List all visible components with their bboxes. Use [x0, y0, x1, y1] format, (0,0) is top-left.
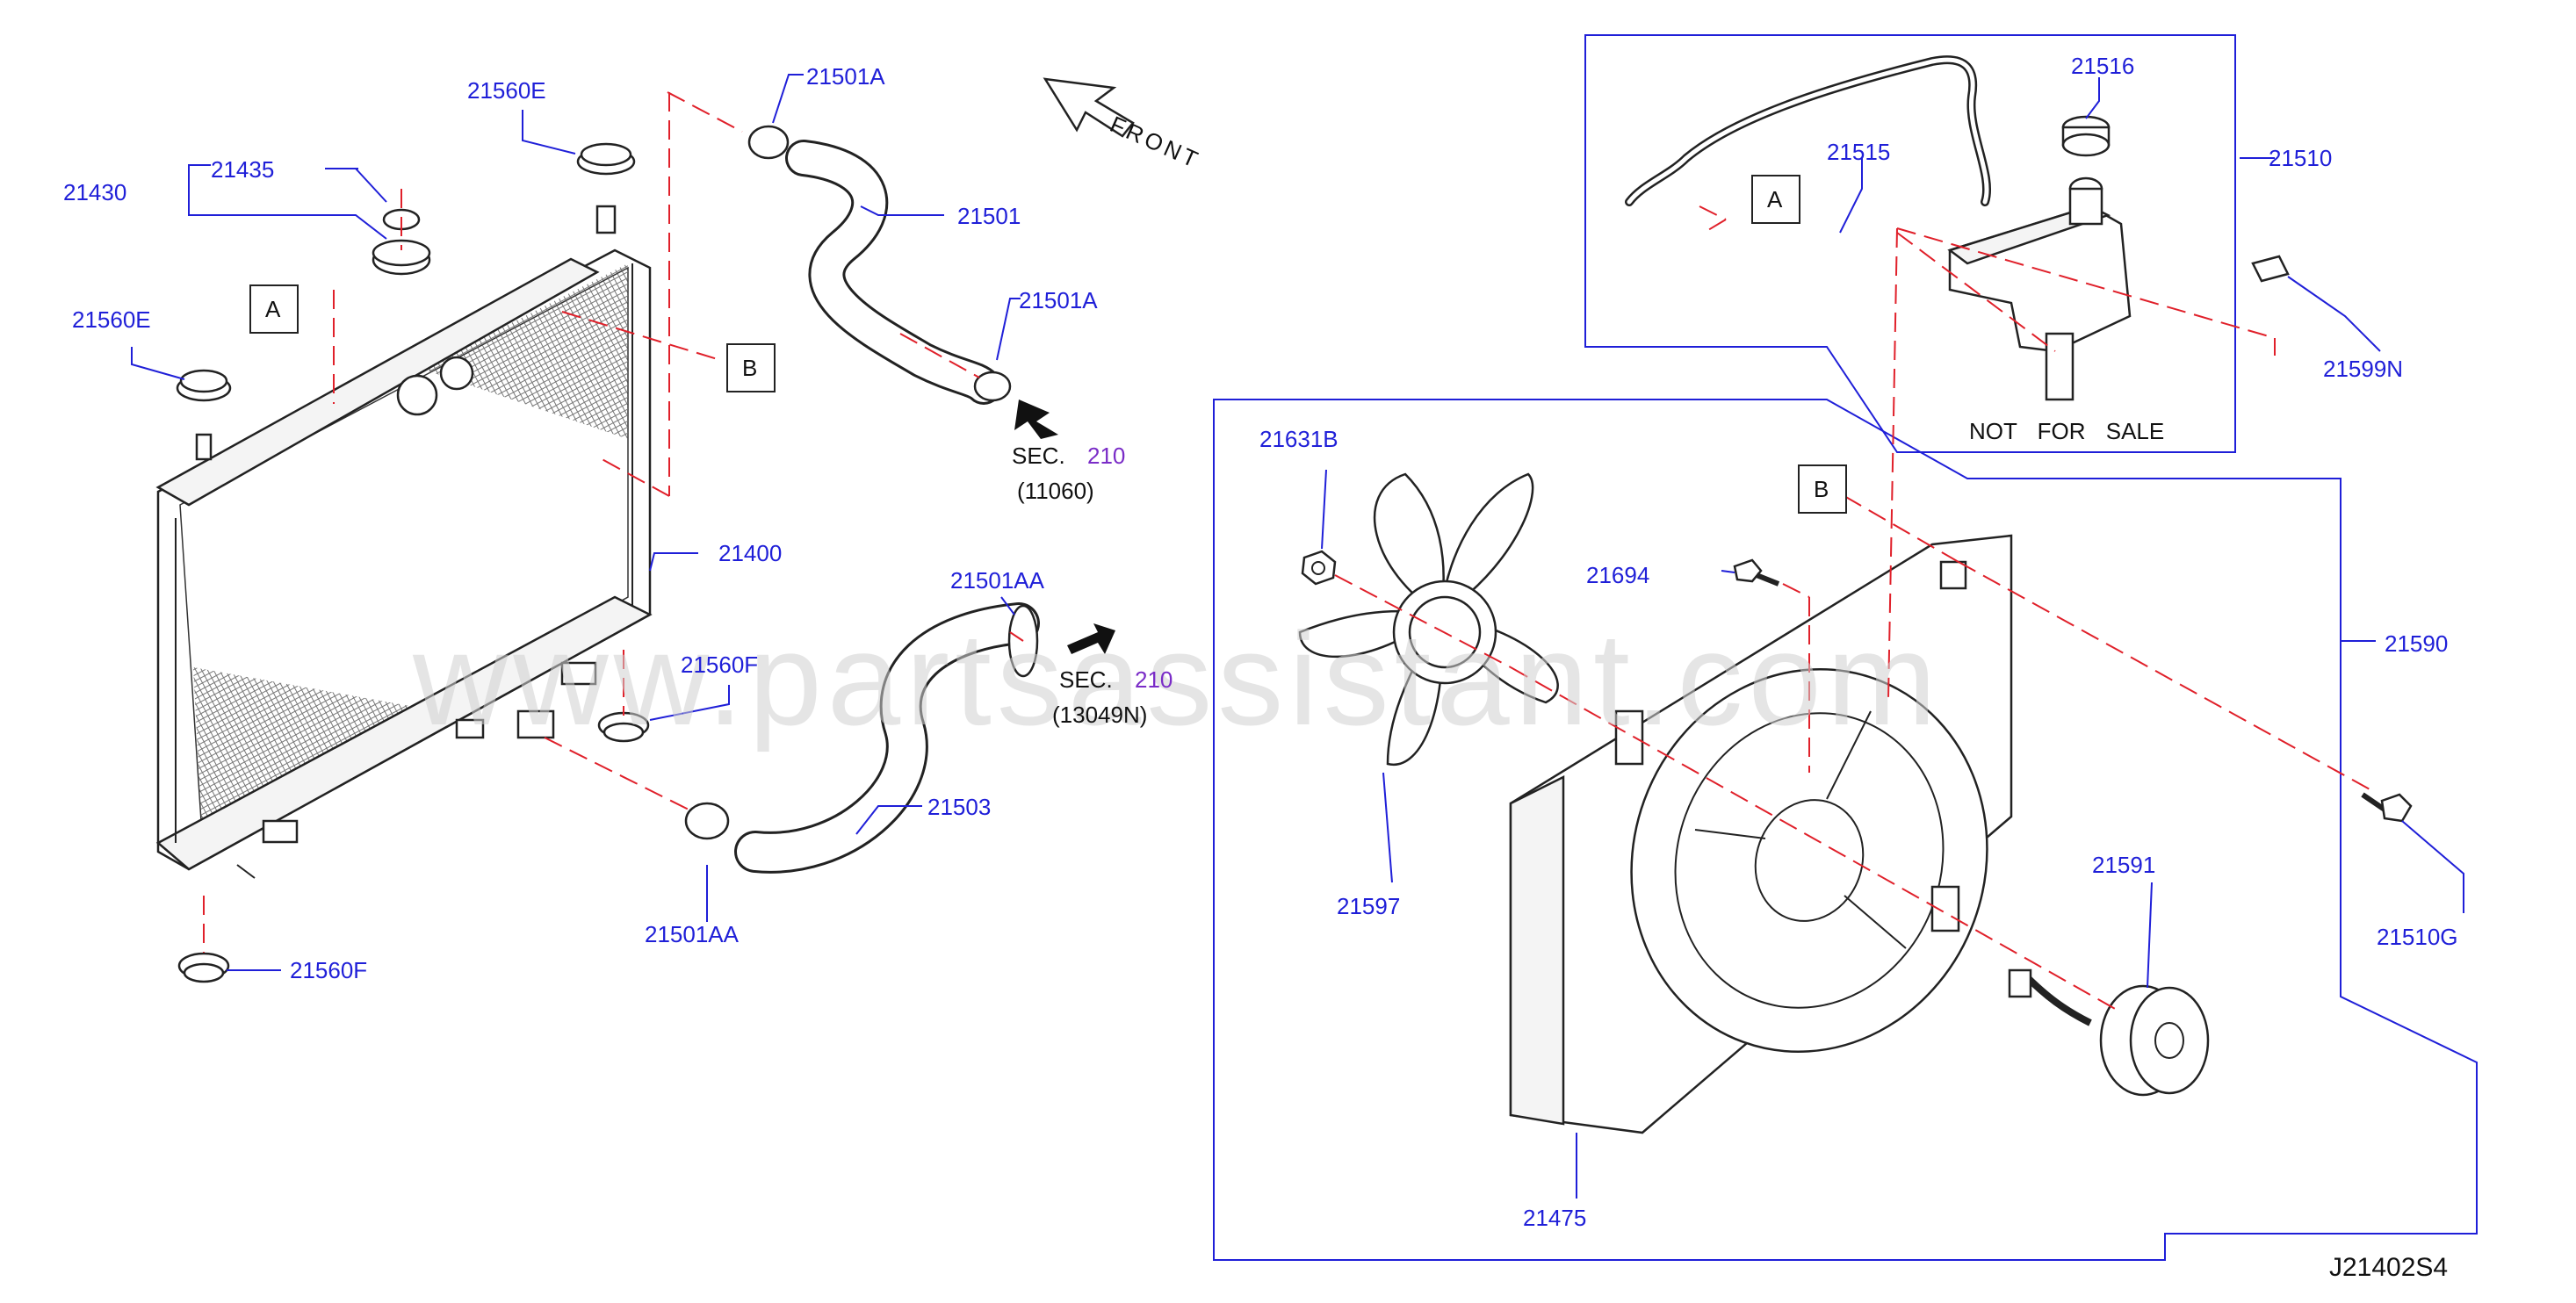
front-label: FRONT: [1107, 111, 1205, 174]
part-label-21560E-left: 21560E: [72, 306, 151, 333]
ref-box-b-left-label: B: [742, 355, 757, 381]
part-label-21516: 21516: [2071, 53, 2134, 79]
ref-box-a-right-label: A: [1767, 186, 1783, 212]
ref-box-b-left: [726, 343, 776, 392]
diagram-code: J21402S4: [2329, 1253, 2448, 1282]
sec-ref-1-sec: SEC.: [1012, 443, 1065, 469]
part-label-21560F-bottom: 21560F: [290, 957, 367, 983]
leader-lines: [131, 74, 2464, 1199]
bolt-21694: [1733, 558, 1780, 587]
watermark: www.partsassistant.com: [412, 605, 1942, 752]
nut: [1301, 550, 1337, 586]
reservoir-group-box: [1584, 34, 2236, 453]
part-label-21503: 21503: [927, 794, 991, 820]
part-label-21501AA-bottom: 21501AA: [645, 921, 740, 947]
part-label-21435: 21435: [211, 156, 274, 183]
lower-hose: [684, 602, 1040, 874]
not-for-sale-label: NOT FOR SALE: [1969, 418, 2164, 444]
arrow-sec-11060: [1014, 400, 1058, 439]
sec-ref-2-sec: SEC.: [1059, 666, 1113, 693]
part-label-21510: 21510: [2269, 145, 2332, 171]
fan-shroud: [1509, 534, 2013, 1134]
sec-ref-1-sub: (11060): [1017, 478, 1094, 504]
part-label-21501AA-top: 21501AA: [950, 567, 1045, 594]
front-arrow: [1043, 77, 1135, 138]
screw-21510G: [2361, 792, 2413, 823]
part-label-21590: 21590: [2385, 630, 2448, 657]
mount-rubber-21560F-bottom: [177, 952, 230, 983]
label-21599N-sticker: [2251, 255, 2290, 283]
ref-box-b-right: [1798, 464, 1847, 514]
upper-hose: [747, 125, 1012, 405]
reservoir-tank: [1947, 176, 2132, 401]
ref-box-a-left-label: A: [265, 296, 281, 322]
part-label-21597: 21597: [1337, 893, 1400, 919]
part-label-21599N: 21599N: [2323, 356, 2403, 382]
radiator: [155, 248, 653, 879]
ref-box-a-right: [1751, 175, 1800, 224]
sec-ref-2-num: 210: [1135, 666, 1173, 693]
alignment-lines: [203, 91, 2372, 1011]
part-label-21501A-top: 21501A: [806, 63, 885, 90]
mount-rubber-21560E-top: [576, 142, 636, 234]
mount-rubber-21560F-mid: [597, 711, 650, 743]
reservoir-cap: [2061, 115, 2111, 157]
ref-box-b-right-label: B: [1814, 476, 1829, 502]
fan-group-box: [1213, 399, 2478, 1261]
part-label-21591: 21591: [2092, 852, 2155, 878]
part-label-21475: 21475: [1523, 1205, 1586, 1231]
part-label-21501: 21501: [957, 203, 1021, 229]
part-label-21501A-mid: 21501A: [1019, 287, 1098, 313]
fan-blade: [1298, 472, 1559, 767]
part-label-21510G: 21510G: [2377, 924, 2458, 950]
mount-rubber-21560E-left: [176, 369, 232, 461]
part-label-21631B: 21631B: [1259, 426, 1339, 452]
sec-ref-1-num: 210: [1087, 443, 1125, 469]
sec-ref-2-sub: (13049N): [1052, 702, 1147, 728]
part-label-21515: 21515: [1827, 139, 1890, 165]
part-label-21560F-mid: 21560F: [681, 652, 758, 678]
part-label-21560E-top: 21560E: [467, 77, 546, 104]
ref-box-a-left: [249, 284, 299, 334]
reservoir-hose: [1625, 55, 1992, 206]
fan-motor: [2008, 968, 2210, 1097]
arrow-sec-13049N: [1067, 623, 1115, 654]
part-label-21430: 21430: [63, 179, 126, 205]
part-label-21400: 21400: [718, 540, 782, 566]
part-label-21694: 21694: [1586, 562, 1649, 588]
